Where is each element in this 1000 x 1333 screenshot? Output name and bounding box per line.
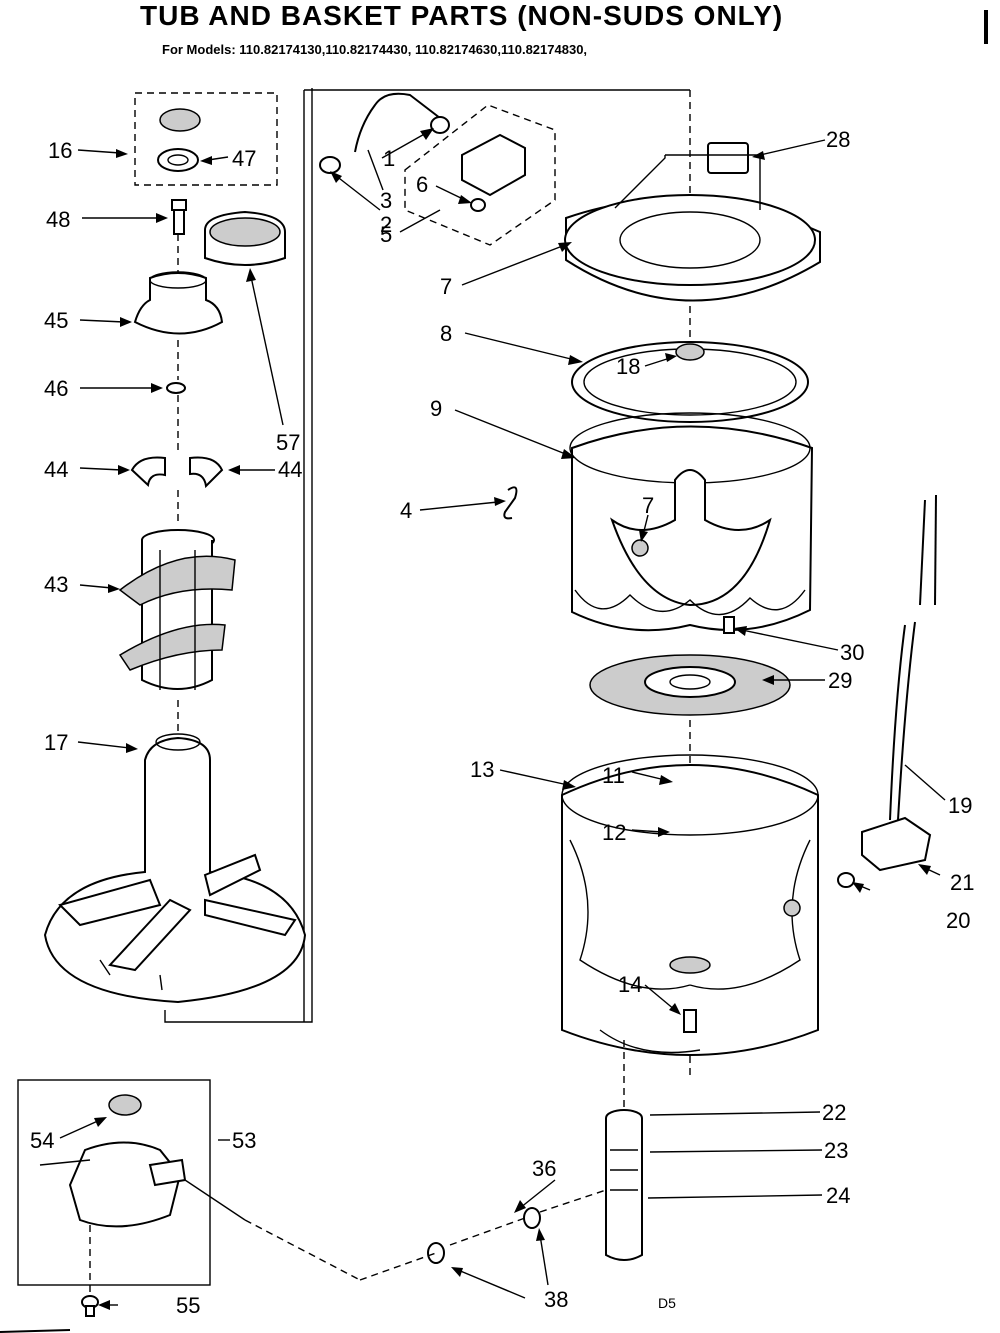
- callout-11: 11: [602, 763, 625, 788]
- callout-21: 21: [950, 870, 974, 895]
- callout-48: 48: [46, 207, 70, 232]
- part-14-pin: [683, 1009, 697, 1033]
- callout-45: 45: [44, 308, 68, 333]
- part-53-pump-box: [17, 1079, 246, 1295]
- callout-5: 5: [380, 222, 392, 247]
- callout-53: 53: [232, 1128, 256, 1153]
- callout-24: 24: [826, 1183, 850, 1208]
- part-17-agitator: [43, 733, 307, 1004]
- callout-2: 2: [380, 212, 392, 237]
- part-13-outer-tub: [561, 754, 819, 1056]
- part-43-agitator-auger: [118, 529, 236, 735]
- callout-18: 18: [616, 354, 640, 379]
- callout-4: 4: [400, 498, 412, 523]
- callout-22: 22: [822, 1100, 846, 1125]
- callout-28: 28: [826, 127, 850, 152]
- diagram-code: D5: [658, 1295, 676, 1311]
- left-column-frame: [164, 88, 313, 1023]
- part-16-cap-kit: [134, 92, 278, 186]
- part-8-tub-ring: [564, 154, 821, 302]
- page-title: TUB AND BASKET PARTS (NON-SUDS ONLY): [140, 0, 784, 31]
- part-44-dogs: [130, 456, 224, 525]
- part-20-21-valve: [837, 816, 932, 888]
- callout-54: 54: [30, 1128, 54, 1153]
- part-19-drain-hose: [889, 494, 937, 821]
- part-57-fabric-softener-cap: [204, 210, 286, 426]
- callout-20: 20: [946, 908, 970, 933]
- bottom-edge-mark: [0, 1329, 71, 1333]
- parts-1-6-fill-assembly: [319, 92, 556, 246]
- callout-7: 7: [642, 493, 654, 518]
- callout-38: 38: [544, 1287, 568, 1312]
- callout-10: 9: [430, 396, 442, 421]
- callout-19: 19: [948, 793, 972, 818]
- callout-labels: 16 47 48 45 46 44 44 57 43 17 1 3 2 5 6 …: [30, 127, 974, 1318]
- part-10-spin-basket: [569, 412, 814, 632]
- part-30-screw: [723, 616, 735, 634]
- callout-46: 46: [44, 376, 68, 401]
- callout-17: 17: [44, 730, 68, 755]
- parts-22-24-drain-tube: [605, 1040, 643, 1261]
- model-list: For Models: 110.82174130,110.82174430, 1…: [162, 42, 588, 57]
- callout-14: 14: [618, 972, 642, 997]
- callout-36: 36: [532, 1156, 556, 1181]
- part-4-clip: [503, 486, 518, 520]
- callout-43: 43: [44, 572, 68, 597]
- callout-8: 7: [440, 274, 452, 299]
- callout-12: 12: [602, 820, 626, 845]
- callout-47: 47: [232, 146, 256, 171]
- callout-3: 3: [380, 188, 392, 213]
- callout-23: 23: [824, 1138, 848, 1163]
- callout-16: 16: [48, 138, 72, 163]
- part-45-agitator-cap: [133, 271, 224, 380]
- callout-6: 6: [416, 172, 428, 197]
- callout-1: 1: [383, 146, 395, 171]
- callout-13: 13: [470, 757, 494, 782]
- callout-44-right: 44: [278, 457, 302, 482]
- callout-55: 55: [176, 1293, 200, 1318]
- leader-lines: [59, 128, 946, 1310]
- part-29-basket-drive-hub: [589, 654, 791, 716]
- callout-30: 30: [840, 640, 864, 665]
- part-28-pad: [707, 142, 749, 174]
- callout-29: 29: [828, 668, 852, 693]
- callout-9: 8: [440, 321, 452, 346]
- parts-36-38-hose-clamps: [244, 1189, 607, 1281]
- part-55-screw: [81, 1295, 99, 1317]
- part-18-nut: [675, 343, 705, 361]
- callout-57: 57: [276, 430, 300, 455]
- page-edge-mark: [984, 10, 988, 44]
- callout-44-left: 44: [44, 457, 68, 482]
- part-46-washer: [166, 382, 186, 455]
